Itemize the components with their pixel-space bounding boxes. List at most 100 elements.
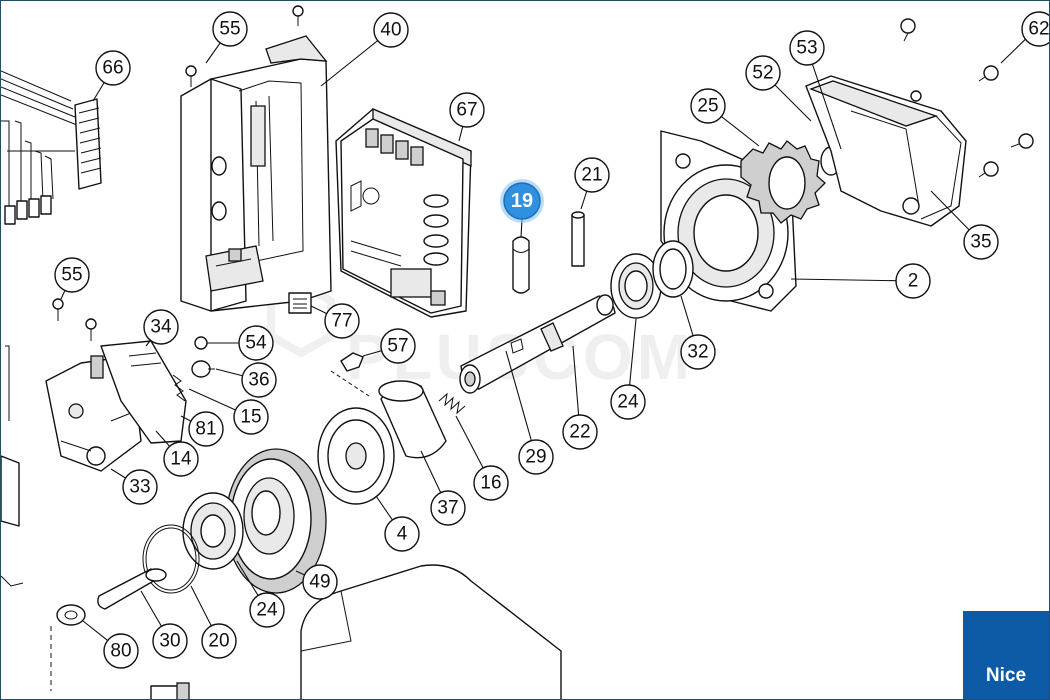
callout-label: 25 [697, 96, 718, 117]
callout-label: 80 [110, 641, 131, 662]
callout-49: 49 [302, 564, 338, 600]
callout-67: 67 [449, 92, 485, 128]
callout-label: 22 [569, 422, 590, 443]
callout-label: 15 [240, 407, 261, 428]
callout-label: 14 [170, 449, 192, 470]
callout-54: 54 [238, 325, 274, 361]
callout-37: 37 [430, 490, 466, 526]
part-29-shaft [459, 294, 616, 394]
part-32-ring [652, 240, 694, 298]
callout-label: 32 [687, 342, 708, 363]
callout-33: 33 [122, 469, 158, 505]
callout-16: 16 [473, 465, 509, 501]
callout-25: 25 [690, 88, 726, 124]
callout-4: 4 [384, 516, 420, 552]
callout-label-highlighted: 19 [511, 190, 533, 212]
callout-55-left: 55 [54, 257, 90, 293]
part-30-shaft [97, 568, 167, 610]
part-35-cover [805, 75, 967, 227]
callout-35: 35 [963, 224, 999, 260]
callout-2: 2 [895, 263, 931, 299]
part-67-control-board [335, 108, 472, 318]
part-80-washer [50, 604, 86, 691]
part-21-pin [571, 211, 585, 267]
part-40-housing-cover [180, 35, 332, 312]
screw-55-top [185, 5, 304, 87]
callout-80: 80 [103, 633, 139, 669]
callout-label: 55 [219, 19, 240, 40]
callout-label: 40 [380, 20, 401, 41]
part-24-bearing-upper [610, 253, 662, 319]
callout-label: 36 [248, 370, 269, 391]
screw-55-left [52, 298, 97, 341]
part-54-screw [194, 336, 215, 350]
callout-label: 53 [796, 38, 817, 59]
callout-29: 29 [518, 439, 554, 475]
callout-label: 4 [397, 524, 408, 545]
part-57-clip [330, 352, 370, 397]
callout-label: 54 [245, 333, 267, 354]
callout-14: 14 [163, 441, 199, 477]
callout-53: 53 [789, 30, 825, 66]
callout-34: 34 [143, 309, 179, 345]
callout-label: 2 [908, 271, 919, 292]
callout-24-lower: 24 [249, 592, 285, 628]
callout-label: 34 [150, 317, 172, 338]
part-15-spring [172, 374, 186, 402]
part-19-pin [512, 236, 530, 294]
callout-label: 29 [525, 447, 546, 468]
part-37-sleeve [378, 380, 447, 459]
callout-21: 21 [574, 157, 610, 193]
callout-52: 52 [745, 55, 781, 91]
part-24-bearing-lower [182, 492, 244, 570]
callout-label: 24 [256, 600, 278, 621]
callout-30: 30 [152, 623, 188, 659]
brand-text: Nice [985, 665, 1027, 686]
part-77-label [288, 292, 312, 314]
callout-label: 35 [970, 232, 991, 253]
callout-label: 37 [437, 498, 458, 519]
callout-66: 66 [95, 50, 131, 86]
callout-77: 77 [324, 303, 360, 339]
callout-label: 16 [480, 473, 501, 494]
part-62-screws [900, 18, 1034, 178]
callout-label: 81 [195, 419, 216, 440]
part-20-oring [142, 524, 200, 594]
callout-label: 49 [309, 572, 330, 593]
callout-label: 21 [581, 165, 602, 186]
motor-housing-lower [300, 564, 562, 699]
callout-62: 62 [1021, 11, 1049, 47]
callout-label: 62 [1028, 19, 1049, 40]
callout-15: 15 [233, 399, 269, 435]
callout-55: 55 [212, 11, 248, 47]
callout-label: 30 [159, 631, 180, 652]
callout-22: 22 [562, 414, 598, 450]
callout-81: 81 [188, 411, 224, 447]
callout-24-upper: 24 [610, 384, 646, 420]
callout-label: 57 [387, 336, 408, 357]
part-2-flange [660, 130, 797, 312]
left-edge-partial-parts [1, 345, 190, 699]
nice-logo: Nice [963, 611, 1049, 699]
callout-32: 32 [680, 334, 716, 370]
part-66-wiring-harness [1, 70, 102, 225]
callouts: 55 40 66 67 21 25 52 53 62 35 2 55 77 34… [54, 11, 1049, 669]
part-25-pinion-gear [740, 140, 826, 224]
callout-label: 52 [752, 63, 773, 84]
callout-label: 33 [129, 477, 150, 498]
callout-40: 40 [373, 12, 409, 48]
callout-19-highlighted[interactable]: 19 [500, 179, 544, 223]
callout-label: 24 [617, 392, 639, 413]
part-36-bushing [191, 360, 215, 378]
callout-label: 66 [102, 58, 123, 79]
part-4-encoder-disk [317, 407, 395, 505]
callout-57: 57 [380, 328, 416, 364]
callout-36: 36 [241, 362, 277, 398]
part-49-gear [225, 448, 327, 594]
callout-label: 67 [456, 100, 477, 121]
callout-label: 55 [61, 265, 82, 286]
callout-label: 20 [208, 631, 229, 652]
callout-20: 20 [201, 623, 237, 659]
